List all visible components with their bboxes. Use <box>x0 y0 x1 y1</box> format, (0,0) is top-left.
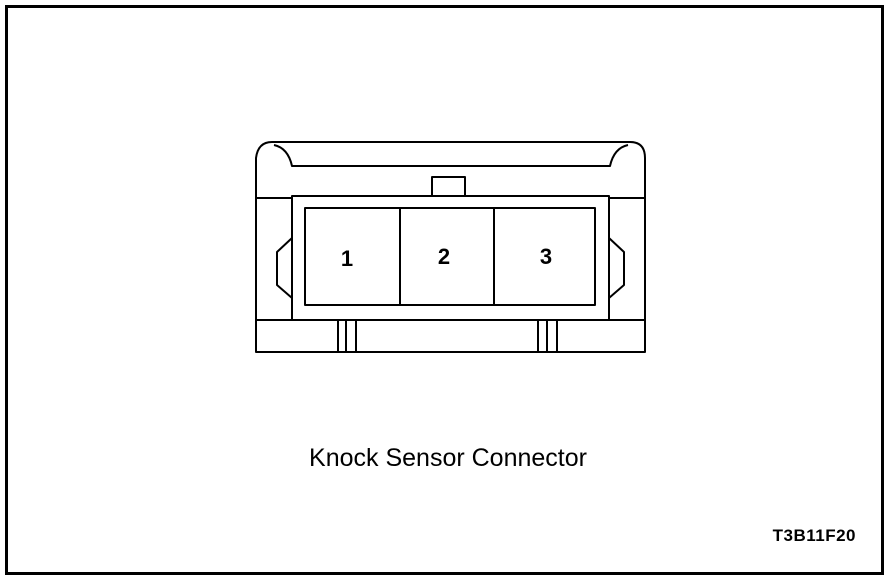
figure-id: T3B11F20 <box>772 526 856 545</box>
connector-housing-outline <box>255 141 646 353</box>
pin-3-label: 3 <box>540 244 552 269</box>
figure-frame <box>5 5 884 575</box>
diagram-caption: Knock Sensor Connector <box>309 444 587 472</box>
pin-cavity-block <box>304 207 596 306</box>
inner-body <box>291 195 610 321</box>
left-lock-tab <box>256 197 293 321</box>
pin-2-label: 2 <box>438 244 450 269</box>
housing-top-rim <box>273 144 629 167</box>
top-key <box>431 176 466 196</box>
right-lock-tab <box>608 197 645 321</box>
bottom-left-latch <box>337 320 357 352</box>
pin-1-label: 1 <box>341 246 353 271</box>
bottom-right-latch <box>537 320 558 352</box>
